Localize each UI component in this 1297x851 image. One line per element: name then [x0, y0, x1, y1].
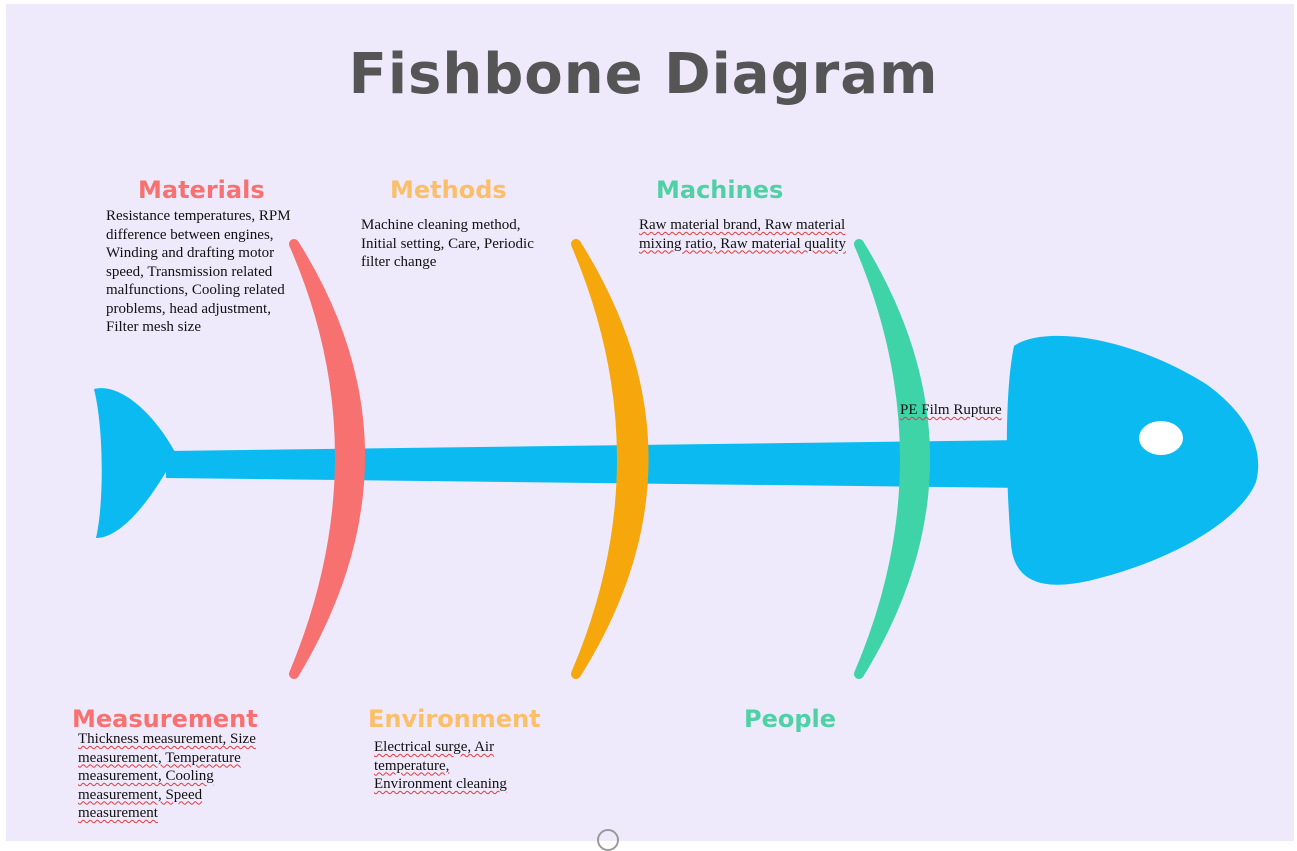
- category-methods-label: Methods: [390, 176, 507, 204]
- category-materials-causes: Resistance temperatures, RPM difference …: [106, 207, 306, 337]
- category-environment-label: Environment: [368, 705, 541, 733]
- fish-spine: [166, 440, 1026, 488]
- category-machines-causes: Raw material brand, Raw material mixing …: [639, 216, 854, 253]
- category-measurement-causes: Thickness measurement, Size measurement,…: [78, 730, 278, 823]
- fish-tail: [94, 388, 176, 538]
- diagram-canvas: Fishbone Diagram Materials Resistance te…: [6, 4, 1294, 841]
- category-methods-causes: Machine cleaning method, Initial setting…: [361, 216, 543, 272]
- fish-head: [1007, 336, 1258, 585]
- category-environment-causes: Electrical surge, Air temperature, Envir…: [374, 738, 514, 794]
- category-materials-label: Materials: [138, 176, 265, 204]
- fish-eye: [1139, 421, 1183, 455]
- category-machines-label: Machines: [656, 176, 783, 204]
- scroll-indicator: [597, 829, 619, 851]
- category-people-label: People: [744, 705, 836, 733]
- effect-label: PE Film Rupture: [900, 402, 1002, 419]
- category-measurement-label: Measurement: [72, 705, 258, 733]
